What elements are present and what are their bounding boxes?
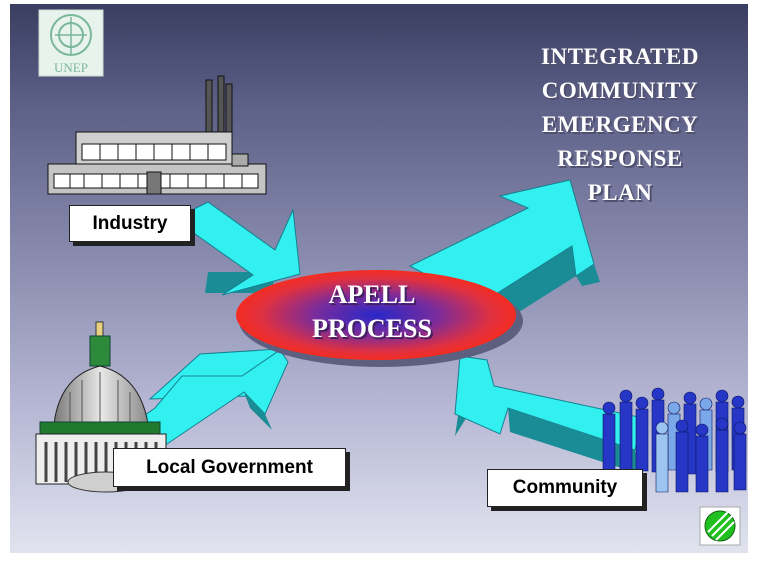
title-line-1: INTEGRATED xyxy=(541,44,699,69)
crowd-icon xyxy=(602,387,747,493)
local-government-label: Local Government xyxy=(113,448,346,487)
factory-icon xyxy=(47,75,267,195)
globe-badge-icon xyxy=(699,506,741,546)
diagram-canvas: UNEP xyxy=(35,9,747,546)
title-line-3: EMERGENCY xyxy=(541,112,699,137)
title-line-2: COMMUNITY xyxy=(541,78,699,103)
title-line-4: RESPONSE xyxy=(557,146,683,171)
arrow-industry xyxy=(158,201,301,296)
unep-logo-text: UNEP xyxy=(54,60,88,75)
title-line-5: PLAN xyxy=(587,180,653,205)
community-label: Community xyxy=(487,469,643,507)
unep-logo-icon: UNEP xyxy=(38,9,104,77)
center-line-1: APELL xyxy=(328,280,416,309)
industry-label: Industry xyxy=(69,205,191,242)
center-line-2: PROCESS xyxy=(312,314,432,343)
slide: UNEP xyxy=(10,4,748,553)
apell-process-ellipse xyxy=(236,270,523,367)
